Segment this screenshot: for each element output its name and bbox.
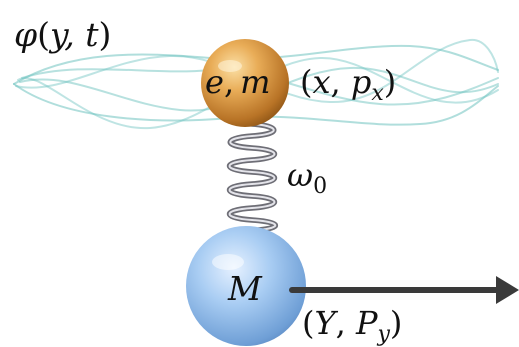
momentum-arrow xyxy=(289,276,519,304)
spring-frequency-label: ω0 xyxy=(287,156,327,199)
field-label: φ(y, t) xyxy=(14,15,111,54)
particle-coordinate-label: (x, px) xyxy=(300,63,396,106)
mass-label: M xyxy=(227,269,263,308)
particle-sphere xyxy=(201,39,289,127)
particle-charge-mass-label: e,m xyxy=(205,63,270,101)
mass-sphere xyxy=(186,226,306,346)
field-wave-strand xyxy=(15,38,499,104)
spring-coil xyxy=(227,109,278,233)
field-wave-strand xyxy=(13,83,499,126)
arrow-head xyxy=(496,276,519,304)
spring xyxy=(227,109,278,233)
mass-coordinate-label: (Y, Py) xyxy=(302,304,402,347)
